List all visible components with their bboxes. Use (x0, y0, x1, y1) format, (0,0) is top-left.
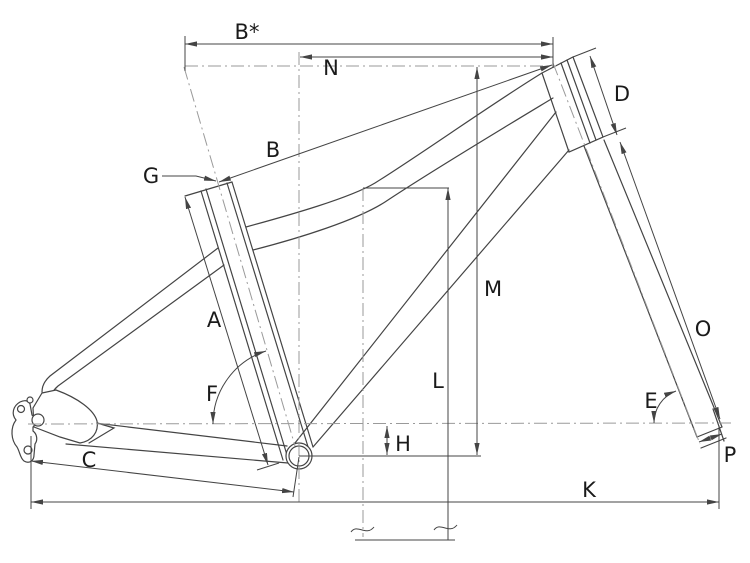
top-tube-upper-edge (245, 72, 543, 228)
dim-C-line (30, 459, 295, 494)
dim-label-N: N (323, 56, 339, 80)
head-tube-inner-line-2 (566, 59, 597, 141)
down-tube-lower-edge (312, 149, 570, 448)
dropout-gusset (88, 422, 116, 444)
dim-label-H: H (395, 432, 411, 456)
rear-axle-hole (31, 413, 45, 427)
head-tube (541, 56, 604, 153)
dropout-bolt-hole-upper (16, 404, 26, 414)
head-tube-inner-line-1 (560, 62, 591, 144)
dimension-lines (30, 36, 723, 541)
down-tube-upper-edge (294, 111, 557, 444)
dim-label-L: L (432, 369, 444, 393)
top-tube (245, 72, 554, 251)
chain-stay (65, 422, 289, 464)
down-tube (294, 111, 570, 448)
dim-label-M: M (484, 277, 502, 301)
frame-outline (11, 56, 727, 470)
chain-stay-lower-edge (65, 443, 289, 464)
hanger-bolt-hole-lower (23, 445, 33, 455)
dim-label-G: G (143, 164, 159, 188)
fork-right-edge (603, 139, 723, 428)
dim-label-B: B (266, 138, 280, 162)
seat-tube-top-face (184, 181, 233, 197)
dim-label-A: A (207, 308, 222, 332)
dim-D-extension-top (572, 47, 597, 58)
dim-label-C: C (82, 448, 97, 472)
rear-dropout (11, 389, 116, 463)
dim-label-O: O (695, 317, 712, 341)
dim-C-extension-bb (292, 456, 300, 498)
dim-G-leader (162, 175, 217, 182)
seat-stay-upper-edge (41, 247, 219, 393)
steering-axis-centerline (552, 62, 701, 445)
break-squiggle-left (350, 526, 375, 533)
seat-stay (41, 247, 225, 403)
dim-O-line (619, 141, 721, 420)
dropout-bolt-hole-top (26, 396, 34, 404)
wheel-axle-centerline (27, 422, 732, 425)
dim-A-line (184, 196, 269, 466)
seat-tube (184, 181, 314, 461)
dim-F-angle-arc (210, 350, 267, 425)
dim-D-extension-bottom (602, 127, 627, 138)
head-tube-outline (541, 56, 604, 153)
dim-label-K: K (582, 478, 597, 502)
seat-tube-axis-centerline (183, 66, 296, 447)
dim-P-line (698, 433, 723, 443)
dim-label-D: D (614, 82, 630, 106)
dimension-labels: B* N B G D A M L F E H O P C K (82, 20, 737, 502)
dim-label-F: F (206, 382, 218, 406)
dim-label-E: E (644, 389, 657, 413)
seat-stay-lower-edge (48, 264, 225, 403)
dim-E-angle-arc (651, 390, 677, 424)
break-squiggle-right (433, 524, 458, 531)
dim-label-P: P (724, 443, 737, 467)
centerlines (27, 52, 732, 537)
top-tube-lower-edge (252, 97, 554, 251)
dim-B-line (218, 64, 553, 183)
dim-label-Bstar: B* (235, 20, 260, 44)
dim-D-line (589, 55, 618, 136)
